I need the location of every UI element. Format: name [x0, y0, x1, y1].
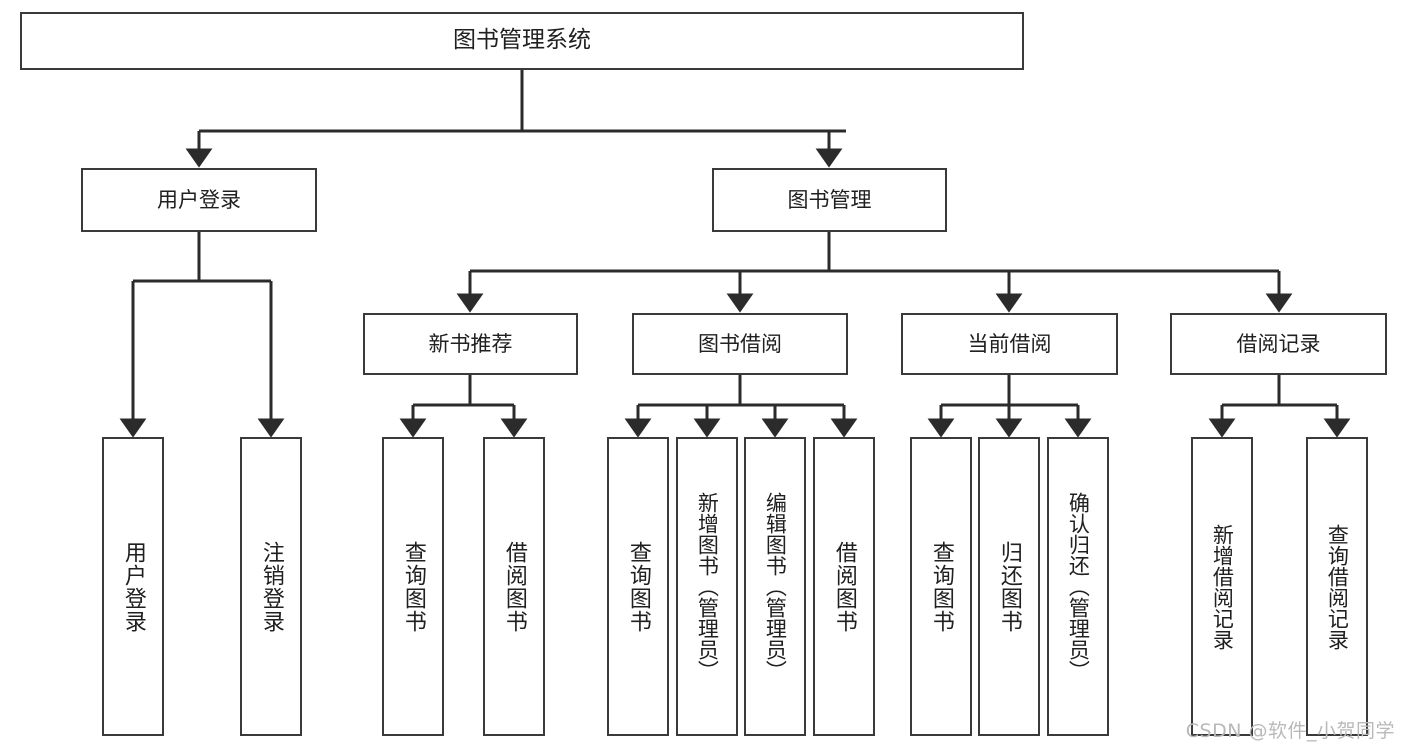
node-label: 查询图书: [625, 540, 651, 633]
node-label: 借阅记录: [1236, 331, 1321, 356]
node-label: 用户登录: [120, 540, 146, 633]
node-label: 编辑图书（管理员）: [763, 492, 788, 681]
node-leaf-user-login[interactable]: 用户登录: [102, 437, 164, 736]
node-label: 查询图书: [928, 540, 954, 633]
node-label: 用户登录: [157, 187, 241, 212]
csdn-watermark: CSDN @软件_小贺同学: [1185, 720, 1395, 742]
node-leaf-query-record[interactable]: 查询借阅记录: [1306, 437, 1368, 736]
node-label: 借阅图书: [831, 540, 857, 633]
node-label: 图书管理: [787, 187, 872, 212]
node-user-login[interactable]: 用户登录: [81, 168, 317, 232]
node-leaf-return-book[interactable]: 归还图书: [978, 437, 1040, 736]
node-root-book-management-system[interactable]: 图书管理系统: [20, 12, 1024, 70]
node-leaf-edit-book[interactable]: 编辑图书（管理员）: [744, 437, 806, 736]
node-label: 借阅图书: [501, 540, 527, 633]
node-leaf-logout-login[interactable]: 注销登录: [240, 437, 302, 736]
node-label: 当前借阅: [967, 331, 1052, 356]
node-label: 新增借阅记录: [1210, 523, 1235, 650]
node-label: 注销登录: [258, 540, 284, 633]
node-leaf-borrow-book-1[interactable]: 借阅图书: [483, 437, 545, 736]
node-label: 确认归还（管理员）: [1066, 492, 1091, 681]
node-label: 查询借阅记录: [1325, 523, 1350, 650]
node-label: 图书管理系统: [453, 27, 591, 54]
node-label: 新增图书（管理员）: [695, 492, 720, 681]
node-borrow-record[interactable]: 借阅记录: [1170, 313, 1387, 375]
node-book-borrow[interactable]: 图书借阅: [632, 313, 848, 375]
node-label: 归还图书: [996, 540, 1022, 633]
node-leaf-borrow-book-2[interactable]: 借阅图书: [813, 437, 875, 736]
node-leaf-query-book-2[interactable]: 查询图书: [607, 437, 669, 736]
node-leaf-query-book-3[interactable]: 查询图书: [910, 437, 972, 736]
node-book-management[interactable]: 图书管理: [712, 168, 947, 232]
node-label: 新书推荐: [428, 331, 513, 356]
node-leaf-query-book-1[interactable]: 查询图书: [382, 437, 444, 736]
node-leaf-add-book[interactable]: 新增图书（管理员）: [676, 437, 738, 736]
node-leaf-confirm-return[interactable]: 确认归还（管理员）: [1047, 437, 1109, 736]
node-new-book-recommend[interactable]: 新书推荐: [363, 313, 578, 375]
node-current-borrow[interactable]: 当前借阅: [901, 313, 1118, 375]
node-label: 查询图书: [400, 540, 426, 633]
node-leaf-add-record[interactable]: 新增借阅记录: [1191, 437, 1253, 736]
node-label: 图书借阅: [698, 331, 782, 356]
